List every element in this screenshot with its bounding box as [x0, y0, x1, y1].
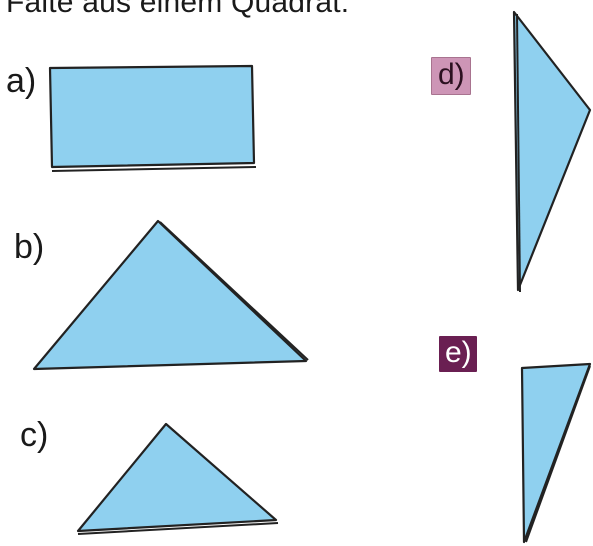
label-b: b) — [14, 228, 45, 266]
shape-d-triangle — [512, 10, 592, 293]
instruction-text: Falte aus einem Quadrat: — [6, 0, 350, 19]
label-d-badge: d) — [431, 57, 471, 95]
shape-a-rectangle — [48, 64, 257, 172]
shape-b-triangle — [32, 219, 309, 371]
label-a: a) — [6, 62, 37, 100]
shape-c-triangle — [76, 422, 279, 535]
shape-e-triangle — [520, 362, 592, 544]
label-c: c) — [20, 416, 49, 454]
label-e-badge: e) — [439, 336, 477, 372]
